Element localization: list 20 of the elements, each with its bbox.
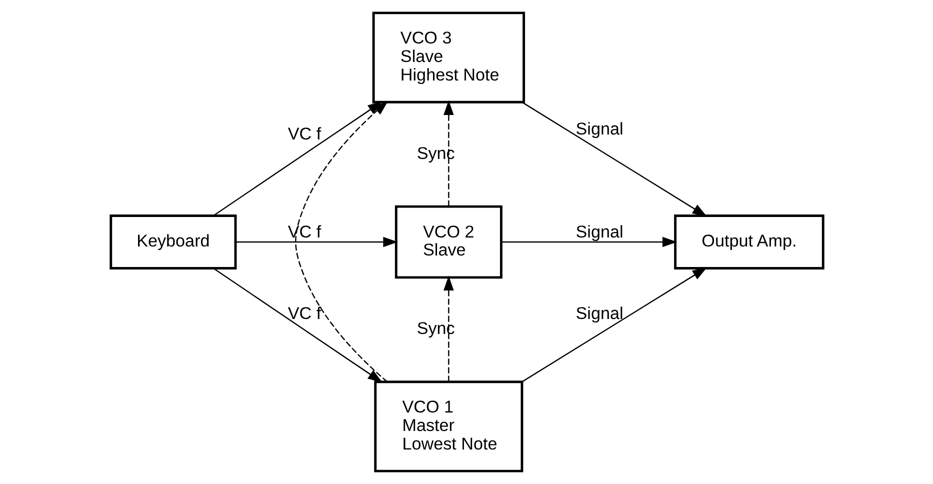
arrow [521, 267, 707, 382]
edge-label: Signal [575, 304, 623, 324]
arrow [212, 268, 382, 383]
node-box: VCO 3 Slave Highest Note [372, 12, 525, 104]
arrow [443, 100, 454, 206]
node-box: VCO 2 Slave [394, 205, 502, 279]
node-box: VCO 1 Master Lowest Note [374, 380, 523, 472]
node-box: Keyboard [109, 214, 236, 270]
edge-label: Signal [575, 222, 623, 242]
edge-label: VC f [287, 124, 321, 144]
arrow [500, 236, 677, 248]
arrow [443, 276, 454, 382]
edge-label: Sync [416, 319, 454, 338]
arrow [521, 102, 707, 217]
edge-label: Sync [416, 144, 454, 163]
node-box: Output Amp. [674, 214, 824, 270]
edge-label: VC f [287, 222, 321, 242]
edge-label: VC f [287, 304, 321, 324]
edge-label: Signal [575, 120, 623, 139]
arrow [235, 236, 398, 248]
